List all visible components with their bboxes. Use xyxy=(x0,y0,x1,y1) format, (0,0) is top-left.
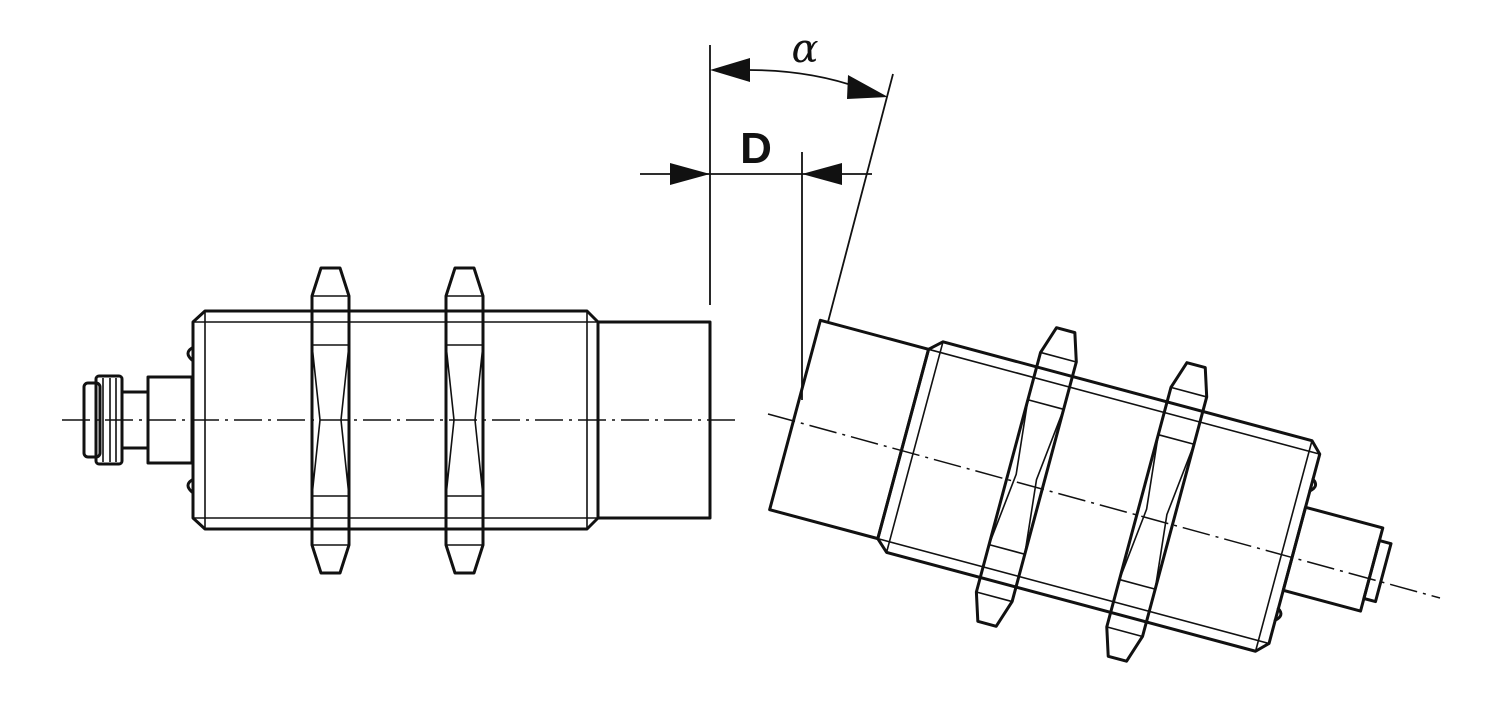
angle-arrow-left xyxy=(710,58,750,82)
left-connector xyxy=(82,346,194,494)
left-threaded-body xyxy=(191,309,600,531)
tilted-face-extension-line xyxy=(827,73,894,323)
angle-arrow-right xyxy=(847,75,888,99)
left-sensing-face xyxy=(596,320,712,520)
dimension-distance: D xyxy=(640,45,872,400)
right-threaded-body xyxy=(876,340,1322,653)
right-sensing-face xyxy=(768,318,931,541)
left-nut-2 xyxy=(444,266,485,575)
left-nut-1 xyxy=(310,266,351,575)
right-connector xyxy=(1281,505,1393,613)
distance-label: D xyxy=(740,124,772,173)
distance-arrow-left xyxy=(670,163,710,185)
distance-arrow-right xyxy=(802,163,842,185)
right-sensor-axis xyxy=(767,413,1441,599)
right-sensor xyxy=(767,318,1441,663)
left-sensor xyxy=(62,266,740,575)
angle-arc xyxy=(747,69,861,89)
right-nut-2 xyxy=(1105,361,1209,663)
dimension-angle: α xyxy=(710,26,894,323)
angle-label: α xyxy=(791,26,818,72)
right-sensor-body xyxy=(768,318,1393,663)
right-nut-1 xyxy=(974,326,1078,628)
